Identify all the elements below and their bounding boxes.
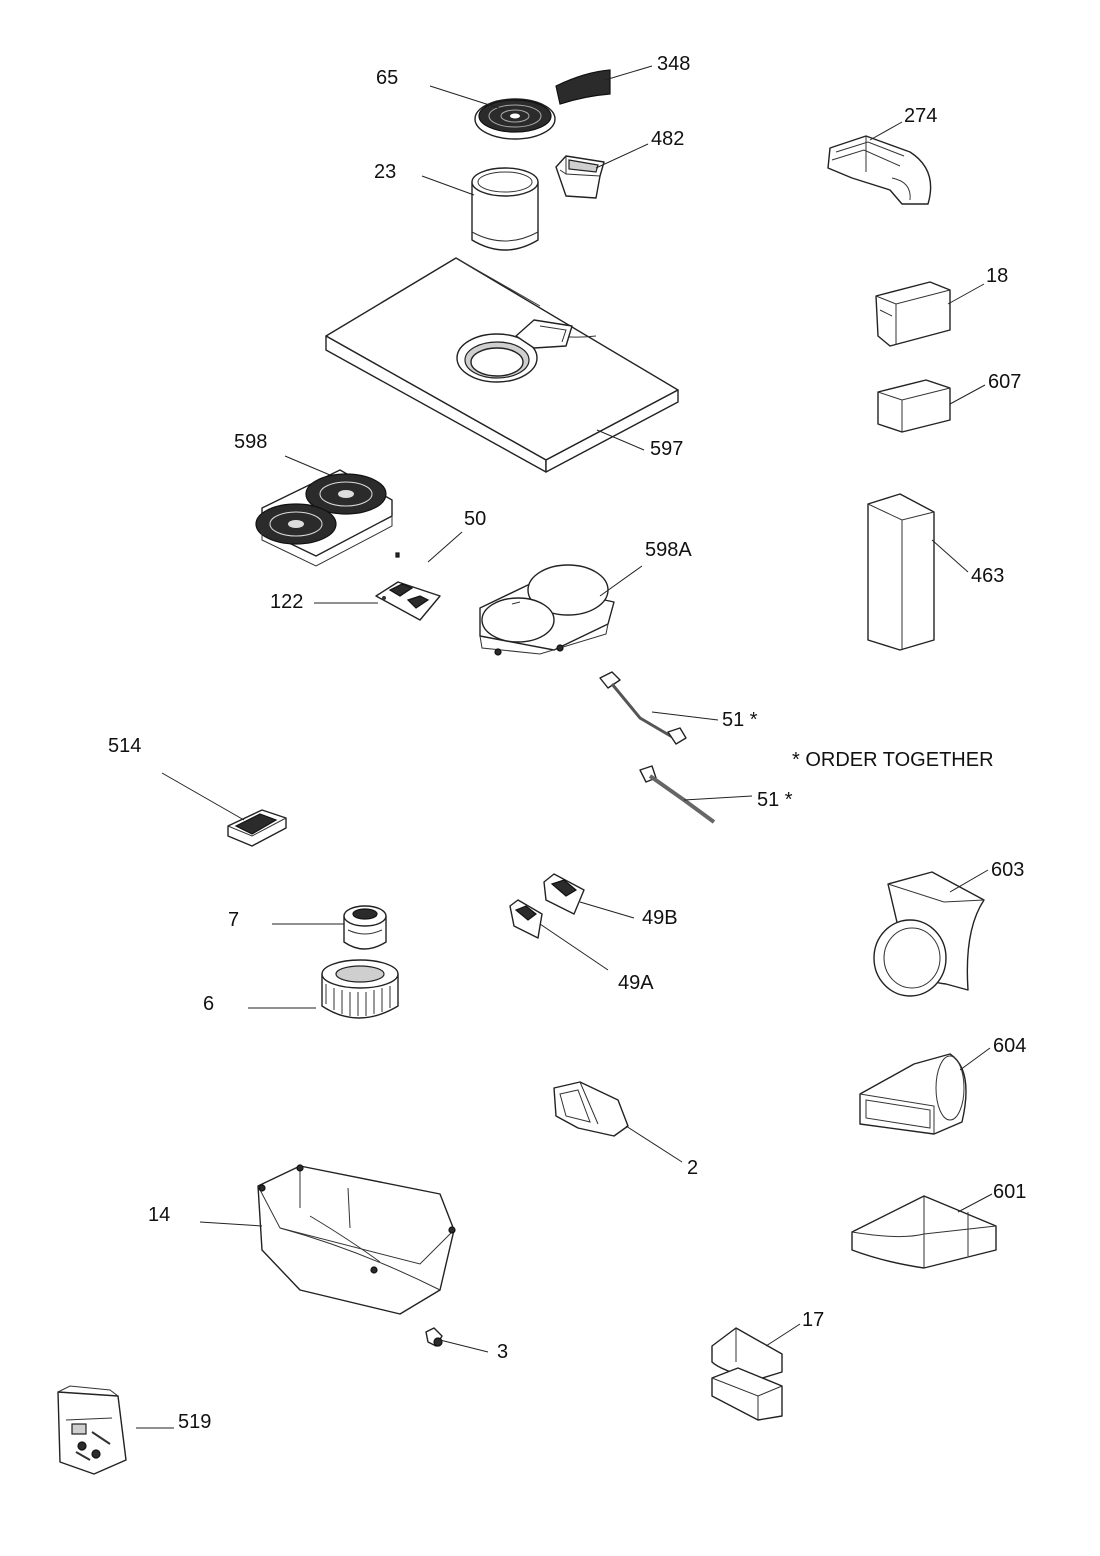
callout-348: 348 xyxy=(657,53,690,75)
part-601-bend-drawing xyxy=(851,1195,997,1269)
leader-2 xyxy=(625,1125,683,1163)
part-7-motor-drawing xyxy=(343,905,387,950)
callout-51-lower: 51 * xyxy=(757,789,793,811)
part-65-grille-drawing xyxy=(474,98,556,140)
callout-482: 482 xyxy=(651,128,684,150)
part-597-cooktop-drawing xyxy=(325,257,679,473)
part-604-transition-drawing xyxy=(859,1053,967,1135)
leader-17 xyxy=(765,1323,801,1347)
leader-18 xyxy=(947,283,985,305)
callout-463: 463 xyxy=(971,565,1004,587)
callout-65: 65 xyxy=(376,67,398,89)
callout-604: 604 xyxy=(993,1035,1026,1057)
order-together-note: * ORDER TOGETHER xyxy=(792,749,994,771)
part-607-duct-drawing xyxy=(877,379,951,433)
part-603-transition-drawing xyxy=(873,871,985,997)
part-6-blower-wheel-drawing xyxy=(321,959,399,1019)
leader-348 xyxy=(604,65,653,81)
callout-49b: 49B xyxy=(642,907,678,929)
part-51-harness-upper-drawing xyxy=(599,671,687,745)
part-50-clip-drawing xyxy=(395,552,400,558)
callout-18: 18 xyxy=(986,265,1008,287)
callout-49a: 49A xyxy=(618,972,654,994)
leader-607 xyxy=(949,384,986,405)
part-3-fitting-drawing xyxy=(425,1327,443,1347)
callout-274: 274 xyxy=(904,105,937,127)
leader-3 xyxy=(439,1339,489,1353)
part-49a-board-drawing xyxy=(509,899,543,939)
leader-14 xyxy=(199,1221,263,1227)
part-482-tray-drawing xyxy=(555,155,605,199)
part-519-hardware-bag-drawing xyxy=(57,1385,127,1475)
callout-6: 6 xyxy=(203,993,214,1015)
leader-51-lower xyxy=(683,795,753,801)
part-598-coil-assembly-drawing xyxy=(255,469,393,567)
callout-603: 603 xyxy=(991,859,1024,881)
part-17-offset-duct-drawing xyxy=(711,1327,783,1421)
callout-601: 601 xyxy=(993,1181,1026,1203)
callout-7: 7 xyxy=(228,909,239,931)
leader-482 xyxy=(595,143,649,169)
leader-603 xyxy=(949,869,989,893)
part-2-outlet-duct-drawing xyxy=(553,1081,629,1137)
leader-514 xyxy=(161,772,245,821)
leader-23 xyxy=(421,175,475,196)
leader-463 xyxy=(931,539,969,573)
leader-65 xyxy=(429,85,506,111)
callout-23: 23 xyxy=(374,161,396,183)
callout-3: 3 xyxy=(497,1341,508,1363)
callout-607: 607 xyxy=(988,371,1021,393)
callout-122: 122 xyxy=(270,591,303,613)
part-122-control-board-drawing xyxy=(375,581,441,621)
part-49b-board-drawing xyxy=(543,873,585,915)
part-14-housing-drawing xyxy=(257,1164,456,1315)
leader-51-upper xyxy=(651,711,719,721)
callout-17: 17 xyxy=(802,1309,824,1331)
callout-598a: 598A xyxy=(645,539,692,561)
callout-14: 14 xyxy=(148,1204,170,1226)
leader-598 xyxy=(284,455,331,476)
leader-49b xyxy=(579,901,635,919)
leader-597 xyxy=(596,429,645,451)
callout-51-upper: 51 * xyxy=(722,709,758,731)
leader-50 xyxy=(427,531,463,563)
part-348-cover-drawing xyxy=(555,69,611,105)
part-51-harness-lower-drawing xyxy=(639,765,716,824)
leader-598a xyxy=(599,565,643,597)
leader-604 xyxy=(959,1047,991,1071)
callout-50: 50 xyxy=(464,508,486,530)
leader-601 xyxy=(957,1193,993,1213)
part-23-cylinder-drawing xyxy=(471,167,539,251)
leader-49a xyxy=(539,923,609,971)
callout-597: 597 xyxy=(650,438,683,460)
leader-274 xyxy=(869,121,903,141)
callout-598: 598 xyxy=(234,431,267,453)
part-463-duct-drawing xyxy=(867,493,935,651)
callout-2: 2 xyxy=(687,1157,698,1179)
part-274-elbow-duct-drawing xyxy=(827,135,932,205)
part-598a-coil-assembly-drawing xyxy=(479,564,615,656)
callout-514: 514 xyxy=(108,735,141,757)
part-514-terminal-block-drawing xyxy=(227,809,287,847)
part-18-duct-drawing xyxy=(875,281,951,347)
callout-519: 519 xyxy=(178,1411,211,1433)
